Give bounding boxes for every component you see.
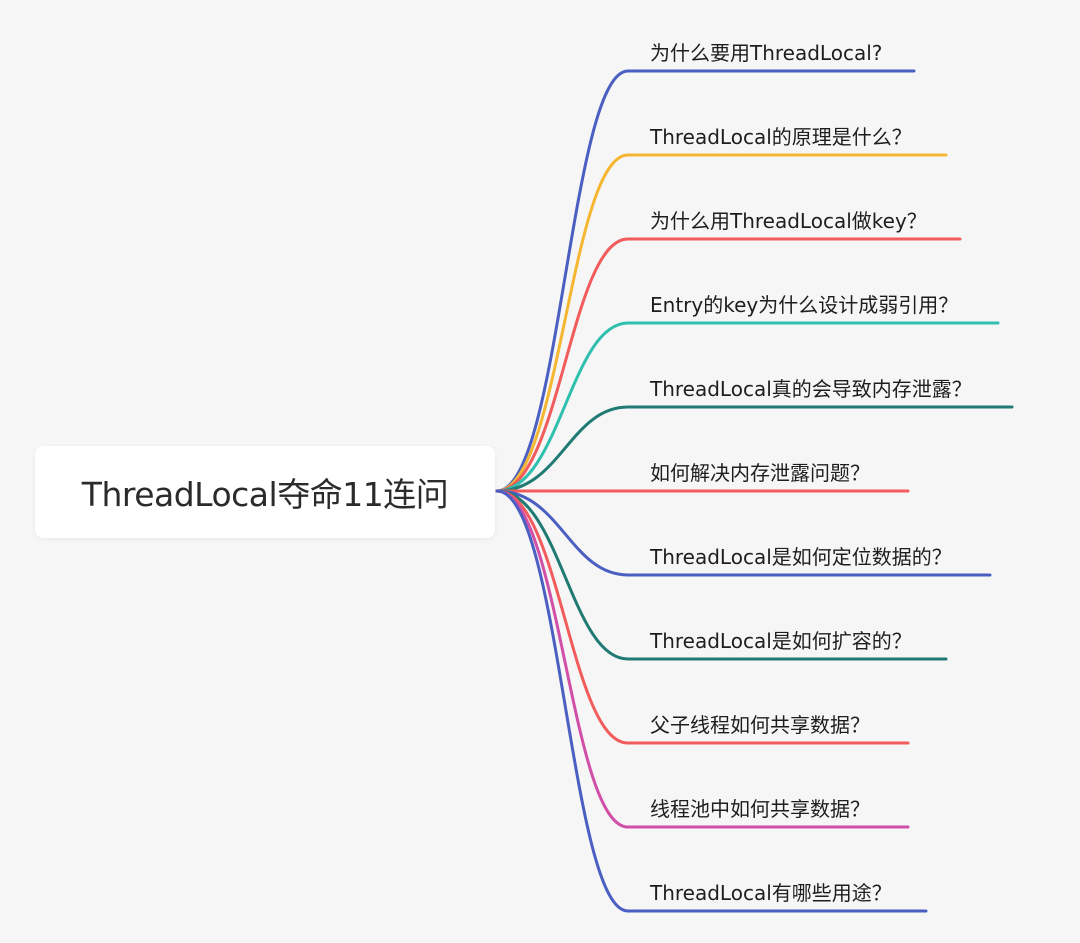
branch-node-label[interactable]: 如何解决内存泄露问题？ [650,461,870,485]
branch-node-label[interactable]: ThreadLocal的原理是什么？ [650,125,912,149]
branch-node-label[interactable]: Entry的key为什么设计成弱引用？ [650,293,959,317]
branch-node-label[interactable]: ThreadLocal有哪些用途？ [650,881,892,905]
branch-node-label[interactable]: 父子线程如何共享数据？ [650,713,870,737]
branch-node-label[interactable]: 为什么用ThreadLocal做key？ [650,209,927,233]
branch-connector [495,321,1000,493]
branch-node-label[interactable]: ThreadLocal真的会导致内存泄露？ [650,377,972,401]
branch-connector [495,237,962,493]
branch-node-label[interactable]: ThreadLocal是如何扩容的？ [650,629,912,653]
branch-connector [495,153,948,493]
branch-connector [495,489,992,577]
branch-node-label[interactable]: 线程池中如何共享数据？ [650,797,870,821]
branch-node-label[interactable]: ThreadLocal是如何定位数据的？ [650,545,952,569]
branch-connector [495,405,1014,493]
branch-node-label[interactable]: 为什么要用ThreadLocal? [650,41,883,65]
root-node[interactable]: ThreadLocal夺命11连问 [35,446,495,538]
branch-connector [495,489,928,913]
root-node-label: ThreadLocal夺命11连问 [81,475,449,514]
branch-connector [495,489,948,661]
branch-connector [495,69,916,493]
branch-connector [495,489,910,829]
branch-connector [495,489,910,745]
